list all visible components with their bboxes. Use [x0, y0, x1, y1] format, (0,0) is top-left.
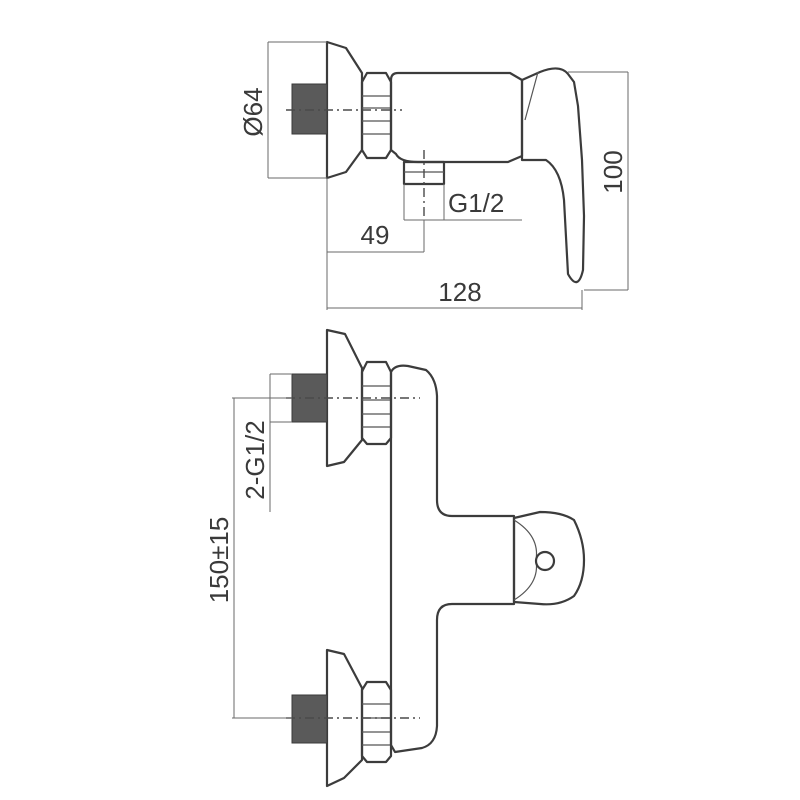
upper-flange [325, 328, 364, 468]
diameter-label: Ø64 [238, 87, 268, 136]
hex-nut [360, 71, 393, 160]
upper-hex-nut [360, 360, 393, 446]
lower-hex-nut [360, 680, 393, 764]
inlet-thread [291, 83, 328, 135]
lower-inlet-thread [291, 694, 328, 744]
outlet-thread-label: G1/2 [448, 188, 504, 218]
length-label: 128 [438, 277, 481, 307]
side-view: Ø64 100 G1/2 49 128 [238, 40, 629, 310]
lever-handle [520, 67, 586, 284]
lever-pin [534, 550, 556, 572]
lower-flange [325, 648, 364, 788]
center-distance-label: 150±15 [204, 517, 234, 604]
front-lever [512, 510, 586, 606]
offset-label: 49 [361, 220, 390, 250]
inlet-threads-label: 2-G1/2 [240, 420, 270, 500]
front-view: 150±15 2-G1/2 [204, 328, 586, 788]
height-label: 100 [598, 150, 628, 193]
front-mixer-body [389, 364, 516, 754]
mixer-body [389, 71, 524, 164]
